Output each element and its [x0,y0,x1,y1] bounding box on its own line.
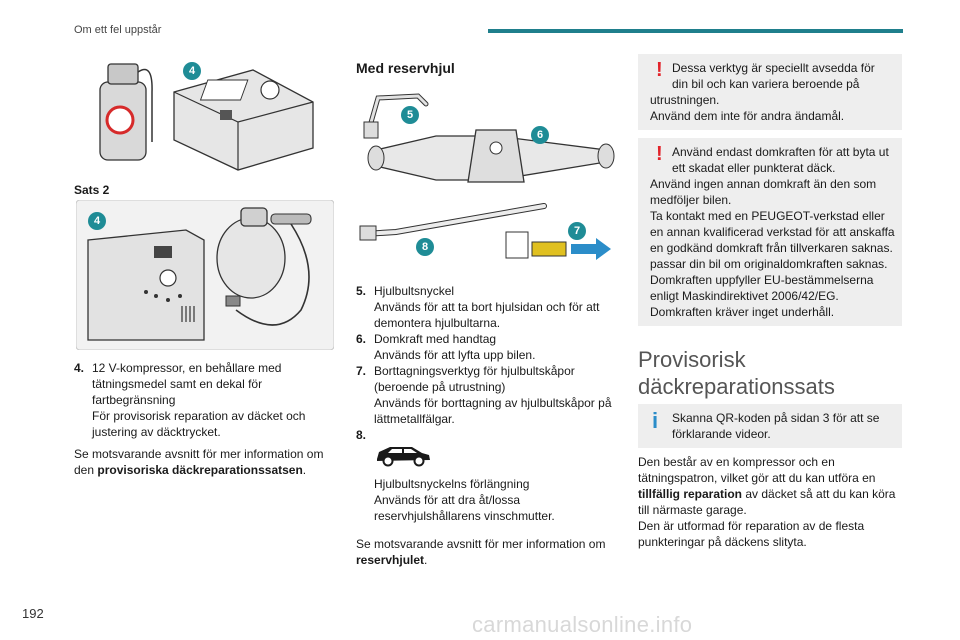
warning-line: passar din bil om originaldomkraften sak… [650,257,888,271]
section-heading-spare-wheel: Med reservhjul [356,60,455,76]
list-item-8: 8. [356,427,618,443]
warning-line: utrustningen. [650,93,720,107]
paragraph-line: Den består av en kompressor och en [638,455,835,469]
page-number: 192 [22,606,44,621]
list-item-line: demontera hjulbultarna. [374,316,501,330]
list-item-line: Hjulbultsnyckel [374,284,455,298]
info-box-qr: i Skanna QR-koden på sidan 3 för att se … [638,404,902,448]
list-item-line: Används för borttagning av hjulbultskåpo… [374,396,612,410]
list-item-8-description: Hjulbultsnyckelns förlängning Används fö… [374,476,618,524]
callout-badge-4-bottom: 4 [88,212,106,230]
callout-badge-7: 7 [568,222,586,240]
warning-icon: ! [656,59,663,81]
warning-icon: ! [656,143,663,165]
list-item-line: Hjulbultsnyckelns förlängning [374,477,530,491]
callout-badge-5: 5 [401,106,419,124]
warning-line: Ta kontakt med en PEUGEOT-verkstad eller [650,209,885,223]
list-item-line: Används för att lyfta upp bilen. [374,348,536,362]
paragraph-line: Den är utformad för reparation av de fle… [638,519,865,533]
info-line: förklarande videor. [672,427,771,441]
section-title-line: Provisorisk [638,347,746,372]
list-item-number: 6. [356,332,367,346]
list-item-4: 4. 12 V-kompressor, en behållare med tät… [74,360,344,444]
list-item-line: Används för att dra åt/lossa [374,493,521,507]
list-item-line: justering av däcktrycket. [92,425,221,439]
warning-line: Använd endast domkraften för att byta ut [672,145,889,159]
warning-box-tools: ! Dessa verktyg är speciellt avsedda för… [638,54,902,130]
cross-reference-link[interactable]: provisoriska däckreparationssatsen [97,463,303,477]
paragraph-line: tätningspatron, vilket gör att du kan ut… [638,471,876,485]
list-item-number: 8. [356,428,367,442]
list-item-6: 6. Domkraft med handtag Används för att … [356,331,618,363]
info-icon: i [652,408,659,433]
section-title-repair-kit: Provisorisk däckreparationssats [638,346,902,400]
list-item-line: För provisorisk reparation av däcket och [92,409,306,423]
paragraph-line: punkteringar på däckens slityta. [638,535,807,549]
warning-box-jack: ! Använd endast domkraften för att byta … [638,138,902,326]
warning-line: Dessa verktyg är speciellt avsedda för [672,61,875,75]
car-suv-icon [377,447,430,467]
warning-line: ett skadat eller punkterat däck. [672,161,836,175]
warning-line: medföljer bilen. [650,193,732,207]
tools-illustration [359,93,615,260]
info-line: Skanna QR-koden på sidan 3 för att se [672,411,880,425]
repair-kit-description: Den består av en kompressor och en tätni… [638,454,918,550]
cross-reference-paragraph: Se motsvarande avsnitt för mer informati… [356,536,618,568]
list-item-line: 12 V-kompressor, en behållare med [92,361,282,375]
list-item-line: reservhjulshållarens vinschmutter. [374,509,555,523]
cross-reference-paragraph: Se motsvarande avsnitt för mer informati… [74,446,344,478]
section-title-line: däckreparationssats [638,374,835,399]
list-item-line: Borttagningsverktyg för hjulbultskåpor [374,364,575,378]
list-item-line: fartbegränsning [92,393,176,407]
list-item-line: Används för att ta bort hjulsidan och fö… [374,300,600,314]
running-header: Om ett fel uppstår [74,24,162,36]
warning-line: din bil och kan variera beroende på [672,77,860,91]
warning-line: Använd ingen annan domkraft än den som [650,177,877,191]
warning-line: enligt Maskindirektivet 2006/42/EG. [650,289,839,303]
paragraph-line: Se motsvarande avsnitt för mer informati… [74,447,324,461]
kit-illustration-top [99,63,314,171]
callout-badge-6: 6 [531,126,549,144]
callout-badge-8: 8 [416,238,434,256]
list-item-line: lättmetallfälgar. [374,412,455,426]
paragraph-line: reservhjulet. [356,553,428,567]
warning-line: Domkraften kräver inget underhåll. [650,305,835,319]
list-item-7: 7. Borttagningsverktyg för hjulbultskåpo… [356,363,618,427]
cross-reference-link[interactable]: reservhjulet [356,553,425,567]
warning-line: Domkraften uppfyller EU-bestämmelserna [650,273,874,287]
watermark: carmanualsonline.info [472,612,693,637]
paragraph-line: Se motsvarande avsnitt för mer informati… [356,537,606,551]
warning-line: en godkänd domkraft från tillverkaren sa… [650,241,893,255]
kit-illustration-bottom [76,200,334,350]
kit-label: Sats 2 [74,183,110,197]
warning-line: Använd dem inte för andra ändamål. [650,109,845,123]
paragraph-line: den provisoriska däckreparationssatsen. [74,463,307,477]
list-item-number: 4. [74,361,85,375]
paragraph-line: tillfällig reparation av däcket så att d… [638,487,896,501]
list-item-5: 5. Hjulbultsnyckel Används för att ta bo… [356,283,618,331]
callout-badge-4-top: 4 [183,62,201,80]
paragraph-line: till närmaste garage. [638,503,747,517]
list-item-number: 5. [356,284,367,298]
warning-line: en annan kvalificerad verkstad för att a… [650,225,895,239]
list-item-number: 7. [356,364,367,378]
list-item-line: (beroende på utrustning) [374,380,506,394]
list-item-line: Domkraft med handtag [374,332,497,346]
header-accent-bar [488,29,903,33]
list-item-line: tätningsmedel samt en dekal för [92,377,263,391]
